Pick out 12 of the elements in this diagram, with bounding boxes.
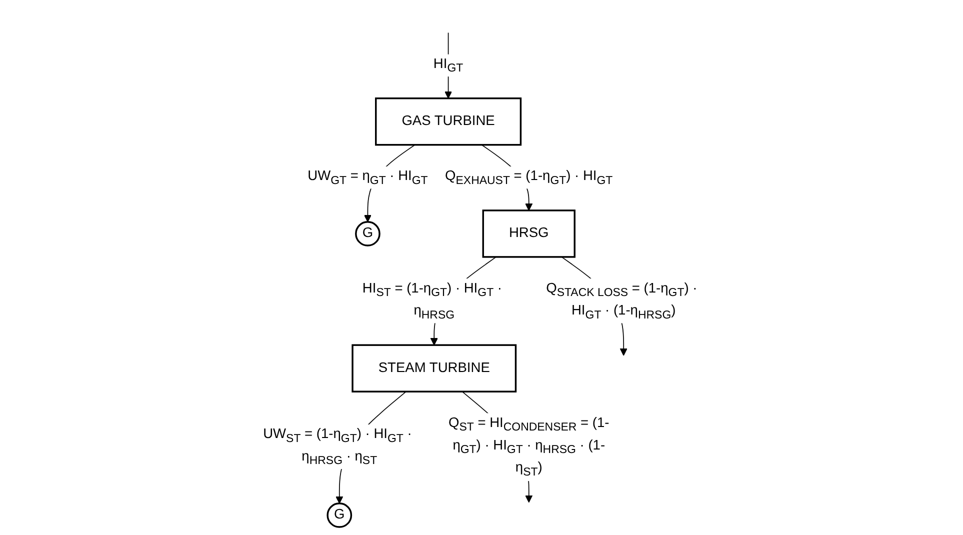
edge-label: Q$_{EXHAUST}$ = (1-η$_{GT}$) · HI$_{GT}$ [445,168,613,186]
node-circle: G [326,502,352,528]
edge-label: HI$_{GT}$ [433,56,464,74]
node-box: GAS TURBINE [375,97,522,146]
node-circle: G [355,221,380,246]
edge-label: Q$_{ST}$ = HI$_{CONDENSER}$ = (1-η$_{GT}$) · HI$_{GT}$ · η$_{HRSG}$ · (1-η$_{ST}$) [448,416,610,478]
edge-label: HI$_{ST}$ = (1-η$_{GT}$) · HI$_{GT}$ · η$_{HRSG}$ [362,281,502,321]
edge-label: UW$_{GT}$ = η$_{GT}$ · HI$_{GT}$ [308,168,428,186]
node-box: STEAM TURBINE [352,344,517,392]
edge-label: Q$_{STACK LOSS}$ = (1-η$_{GT}$) · HI$_{GT}$ · (1-η$_{HRSG}$) [546,281,698,321]
edge-label: UW$_{ST}$ = (1-η$_{GT}$) · HI$_{GT}$ · η$_{HRSG}$ · η$_{ST}$ [263,426,412,467]
node-box: HRSG [482,210,576,258]
